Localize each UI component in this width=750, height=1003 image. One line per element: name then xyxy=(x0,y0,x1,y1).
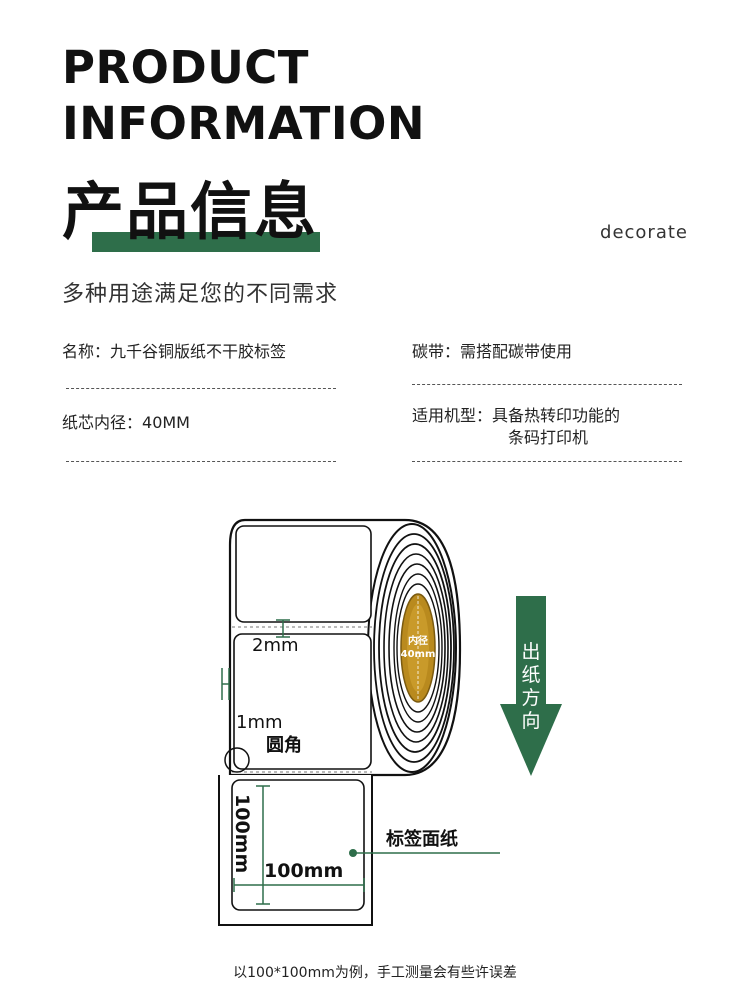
spec-model-label: 适用机型： xyxy=(412,406,493,425)
direction-arrow xyxy=(500,596,562,776)
corner-label: 圆角 xyxy=(266,734,302,756)
width-label: 100mm xyxy=(264,860,343,882)
spec-model-line2: 条码打印机 xyxy=(508,426,588,450)
core-label-2: 40mm xyxy=(401,649,436,660)
label-roll-diagram: 内径 40mm 2mm 1mm 圆角 100mm 100mm 标签面 xyxy=(218,518,562,926)
divider xyxy=(66,461,336,462)
gap-label: 2mm xyxy=(252,635,299,656)
spec-core-value: 40MM xyxy=(142,413,190,432)
page-title-cn: 产品信息 xyxy=(62,175,319,248)
spec-core: 纸芯内径：40MM xyxy=(62,411,190,435)
spec-model-value-1: 具备热转印功能的 xyxy=(492,406,621,425)
decorate-label: decorate xyxy=(600,222,688,243)
direction-char-1: 出 xyxy=(521,641,540,663)
corner-size-label: 1mm xyxy=(236,712,283,733)
spec-name-label: 名称： xyxy=(62,342,111,361)
page-subtitle: 多种用途满足您的不同需求 xyxy=(62,282,339,307)
title-en-line1: PRODUCT xyxy=(62,41,310,94)
label-sheets xyxy=(233,525,372,770)
rounded-corner-marker xyxy=(224,747,250,773)
title-underline-bar xyxy=(92,232,320,252)
spec-model-value-2: 条码打印机 xyxy=(508,428,589,447)
divider xyxy=(412,384,682,385)
flat-label xyxy=(231,779,365,911)
spec-model: 适用机型：具备热转印功能的 xyxy=(412,404,620,428)
spec-name-value: 九千谷铜版纸不干胶标签 xyxy=(110,342,287,361)
height-label: 100mm xyxy=(231,794,253,873)
core-label-1: 内径 xyxy=(408,634,428,647)
page-title-en: PRODUCT INFORMATION xyxy=(62,40,425,152)
spec-ribbon-label: 碳带： xyxy=(412,342,461,361)
spec-ribbon-value: 需搭配碳带使用 xyxy=(460,342,573,361)
direction-char-3: 方 xyxy=(521,687,540,709)
divider xyxy=(66,388,336,389)
spec-ribbon: 碳带：需搭配碳带使用 xyxy=(412,340,572,364)
title-en-line2: INFORMATION xyxy=(62,97,426,150)
direction-char-2: 纸 xyxy=(521,664,540,686)
direction-char-4: 向 xyxy=(521,710,540,732)
divider xyxy=(412,461,682,462)
footer-note: 以100*100mm为例，手工测量会有些许误差 xyxy=(233,965,517,981)
spec-name: 名称：九千谷铜版纸不干胶标签 xyxy=(62,340,286,364)
spec-core-label: 纸芯内径： xyxy=(62,413,143,432)
face-label: 标签面纸 xyxy=(385,828,458,850)
